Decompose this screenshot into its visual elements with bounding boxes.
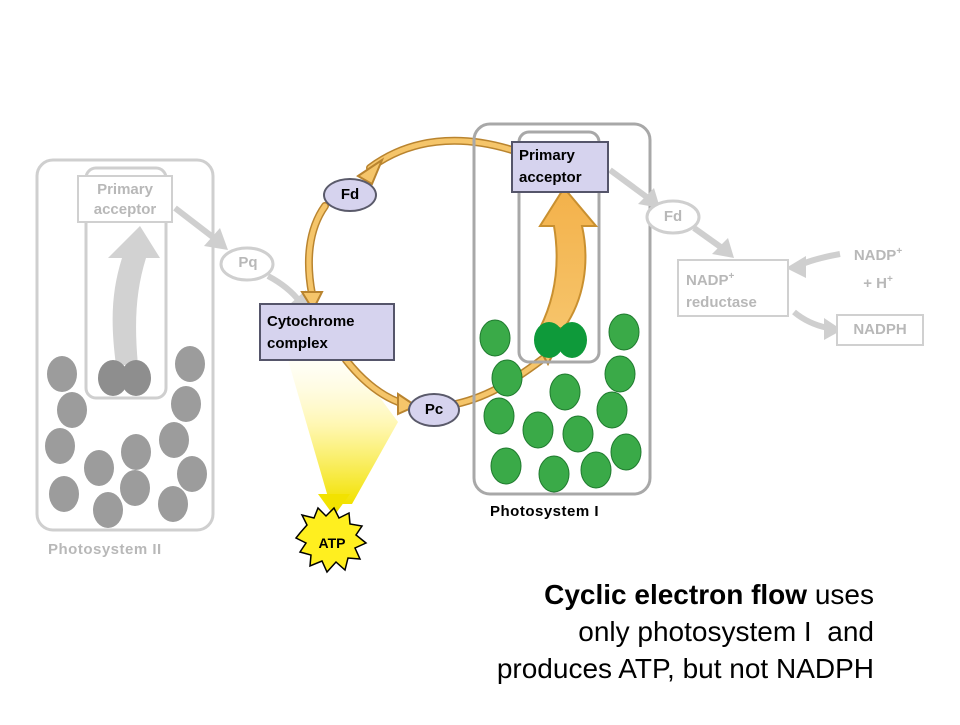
nadph-out-arrowhead bbox=[824, 318, 842, 340]
photosystem1-p700-right bbox=[557, 322, 587, 358]
photosystem2-pigments bbox=[45, 346, 207, 528]
photosystem1-excitation-arrow bbox=[538, 186, 599, 329]
right-fd-oval bbox=[645, 199, 701, 235]
photosystem2-frame bbox=[35, 158, 215, 532]
caption-line1-rest: uses bbox=[807, 579, 874, 610]
ps1-acceptor-line1: Primary bbox=[519, 147, 575, 164]
cycle-pc-label: Pc bbox=[424, 401, 444, 418]
nadp-input-plus1: + bbox=[896, 246, 903, 257]
pq-oval bbox=[219, 246, 275, 282]
ps2-to-pq-arrowhead bbox=[204, 228, 228, 250]
photosystem2-p680-right bbox=[121, 360, 151, 396]
cycle-fd-label: Fd bbox=[340, 186, 360, 203]
nadp-input-label: NADP+ + H+ bbox=[848, 240, 908, 296]
fd-to-reductase-arrow bbox=[692, 225, 724, 251]
photosystem2-reaction-center bbox=[84, 166, 168, 400]
nadp-input-nadp: NADP bbox=[853, 247, 897, 264]
ps1-to-fd-arrowhead bbox=[638, 188, 660, 208]
ps2-acceptor-line2: acceptor bbox=[93, 201, 157, 218]
atp-glow bbox=[288, 330, 398, 504]
nadph-label: NADPH bbox=[853, 321, 907, 338]
ps1-to-fd-arrow bbox=[608, 167, 650, 201]
cytochrome-line2: complex bbox=[267, 335, 328, 352]
caption-line1: Cyclic electron flow uses bbox=[354, 576, 874, 613]
photosystem1-primary-acceptor: Primary acceptor bbox=[511, 141, 609, 193]
photosystem1-label: Photosystem I bbox=[490, 503, 600, 520]
photosystem1-reaction-center bbox=[517, 130, 601, 364]
nadp-reductase: NADP+ reductase bbox=[677, 259, 789, 317]
pq-label: Pq bbox=[238, 254, 258, 271]
nadp-input-line1: NADP+ bbox=[848, 240, 908, 268]
cycle-pc-oval: Pc bbox=[408, 393, 460, 427]
photosystem1-pigments bbox=[479, 313, 642, 493]
cycle-fd-oval: Fd bbox=[323, 178, 377, 212]
nadp-reductase-line2: reductase bbox=[686, 294, 757, 311]
photosystem2-primary-acceptor: Primary acceptor bbox=[77, 175, 173, 223]
atp-label: ATP bbox=[318, 535, 346, 551]
caption: Cyclic electron flow uses only photosyst… bbox=[354, 576, 874, 687]
cytochrome-line1: Cytochrome bbox=[267, 313, 355, 330]
fd-to-reductase-arrowhead bbox=[712, 238, 734, 258]
caption-line3: produces ATP, but not NADPH bbox=[496, 653, 874, 684]
right-fd-label: Fd bbox=[663, 208, 683, 225]
caption-bold: Cyclic electron flow bbox=[544, 579, 808, 610]
atp-arrowhead bbox=[318, 494, 350, 516]
cytochrome-complex: Cytochrome complex bbox=[259, 303, 395, 361]
ps1-acceptor-line2: acceptor bbox=[519, 169, 582, 186]
photosystem2-label: Photosystem II bbox=[48, 541, 162, 558]
nadph-box: NADPH bbox=[836, 314, 924, 346]
nadph-out-arrow bbox=[792, 309, 829, 331]
photosystem2-p680-left bbox=[98, 360, 128, 396]
photosystem2-excitation-arrow bbox=[108, 226, 160, 365]
nadp-reductase-line1: NADP+ bbox=[686, 266, 787, 292]
nadp-input-h: + H bbox=[863, 275, 887, 292]
nadp-input-line2: + H+ bbox=[848, 268, 908, 296]
ps2-acceptor-line1: Primary bbox=[97, 181, 153, 198]
nadp-reductase-plus: + bbox=[728, 271, 735, 282]
ps2-to-pq-arrow bbox=[173, 205, 216, 241]
atp-starburst bbox=[294, 506, 368, 574]
photosystem1-p700-left bbox=[534, 322, 564, 358]
nadp-reductase-nadp: NADP bbox=[686, 272, 729, 289]
pq-to-cytochrome-arrow bbox=[266, 273, 303, 304]
caption-line2: only photosystem I and bbox=[578, 616, 874, 647]
photosystem1-frame bbox=[472, 122, 652, 496]
nadp-in-arrowhead bbox=[786, 256, 806, 278]
nadp-input-plus2: + bbox=[886, 274, 893, 285]
